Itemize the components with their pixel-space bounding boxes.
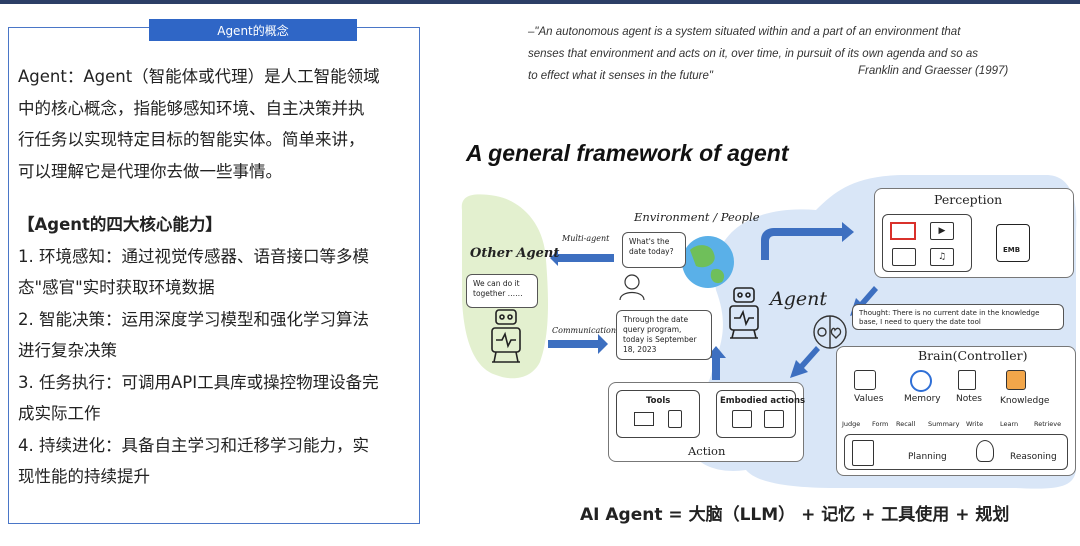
robot-arm-icon [732,410,752,428]
brain-verb: Learn [1000,420,1019,428]
intro-line: Agent：Agent（智能体或代理）是人工智能领域 [18,67,380,86]
money-icon [634,412,654,426]
capabilities-title: 【Agent的四大核心能力】 [18,215,222,234]
arrow-communication [548,334,608,354]
perception-title: Perception [934,192,1003,207]
capability-line: 进行复杂决策 [18,341,117,360]
audio-icon: ♫ [930,248,954,266]
intro-line: 中的核心概念，指能够感知环境、自主决策并执 [18,98,365,118]
reasoning-label: Reasoning [1010,452,1057,462]
robot-icon [491,309,521,363]
agent-formula: AI Agent = 大脑（LLM） + 记忆 + 工具使用 + 规划 [580,505,1010,525]
intro-line: 行任务以实现特定目标的智能实体。简单来讲， [18,130,365,149]
thought-bubble: Thought: There is no current date in the… [852,304,1064,330]
values-icon [854,370,876,390]
capability-line: 态"感官"实时获取环境数据 [18,278,215,297]
concept-text: Agent：Agent（智能体或代理）是人工智能领域 中的核心概念，指能够感知环… [18,61,414,493]
brain-verb: Summary [928,420,960,428]
brain-verb: Form [872,420,889,428]
other-agent-bubble: We can do it together …… [466,274,538,308]
memory-icon [910,370,932,392]
planning-icon [852,440,874,466]
brain-verb: Write [966,420,984,428]
knowledge-icon [1006,370,1026,390]
brain-verb: Retrieve [1034,420,1062,428]
environment-bubble: What's the date today? [622,232,686,268]
embedding-icon [996,224,1030,262]
image-icon [892,248,916,266]
capability-line: 成实际工作 [18,404,101,423]
concept-panel-tab: Agent的概念 [149,19,357,41]
brain-verb: Judge [842,420,861,428]
other-agent-label: Other Agent [470,246,560,261]
quote-line: senses that environment and acts on it, … [528,48,979,60]
planning-label: Planning [908,452,947,462]
definition-quote: –"An autonomous agent is a system situat… [528,21,1068,87]
brain-item: Notes [956,394,982,404]
brain-title: Brain(Controller) [918,348,1028,363]
calculator-icon [668,410,682,428]
arrow-multi-agent [550,250,614,266]
arrow-brain-to-action [790,346,820,378]
capability-line: 2. 智能决策：运用深度学习模型和强化学习算法 [18,309,369,329]
action-title: Action [688,444,726,458]
reply-bubble: Through the date query program, today is… [616,310,712,360]
robot-icon [729,287,759,339]
video-icon: ▶ [930,222,954,240]
intro-line: 可以理解它是代理你去做一些事情。 [18,161,282,181]
text-input-icon [890,222,916,240]
framework-title: A general framework of agent [466,140,789,166]
reasoning-icon [976,440,994,462]
tools-box [616,390,700,438]
person-icon [619,274,645,301]
agent-framework-diagram: Other Agent We can do it together …… Mul… [456,170,1080,492]
capability-line: 3. 任务执行：可调用API工具库或操控物理设备完 [18,372,379,392]
quote-line: to effect what it senses in the future" [528,70,713,82]
brain-item: Knowledge [1000,396,1050,406]
brain-item: Values [854,394,884,404]
brain-verb: Recall [896,420,916,428]
brain-icon [813,315,847,349]
embodied-label: Embodied actions [720,396,806,406]
arrow-to-perception [761,222,854,260]
environment-label: Environment / People [634,210,760,224]
capability-line: 1. 环境感知：通过视觉传感器、语音接口等多模 [18,246,369,266]
quote-line: –"An autonomous agent is a system situat… [528,26,961,38]
notes-icon [958,370,976,390]
brain-item: Memory [904,394,941,404]
capability-line: 4. 持续进化：具备自主学习和迁移学习能力，实 [18,435,369,455]
robot-arm-icon [764,410,784,428]
capability-line: 现性能的持续提升 [18,467,150,486]
quote-author: Franklin and Graesser (1997) [858,65,1009,77]
communication-label: Communication [552,326,616,335]
embedding-label: EMB [1003,246,1021,254]
multi-agent-label: Multi-agent [562,234,610,243]
tools-label: Tools [646,396,671,406]
embodied-box [716,390,796,438]
agent-label: Agent [770,288,827,310]
top-bar [0,0,1080,4]
planning-reasoning-box [844,434,1068,470]
